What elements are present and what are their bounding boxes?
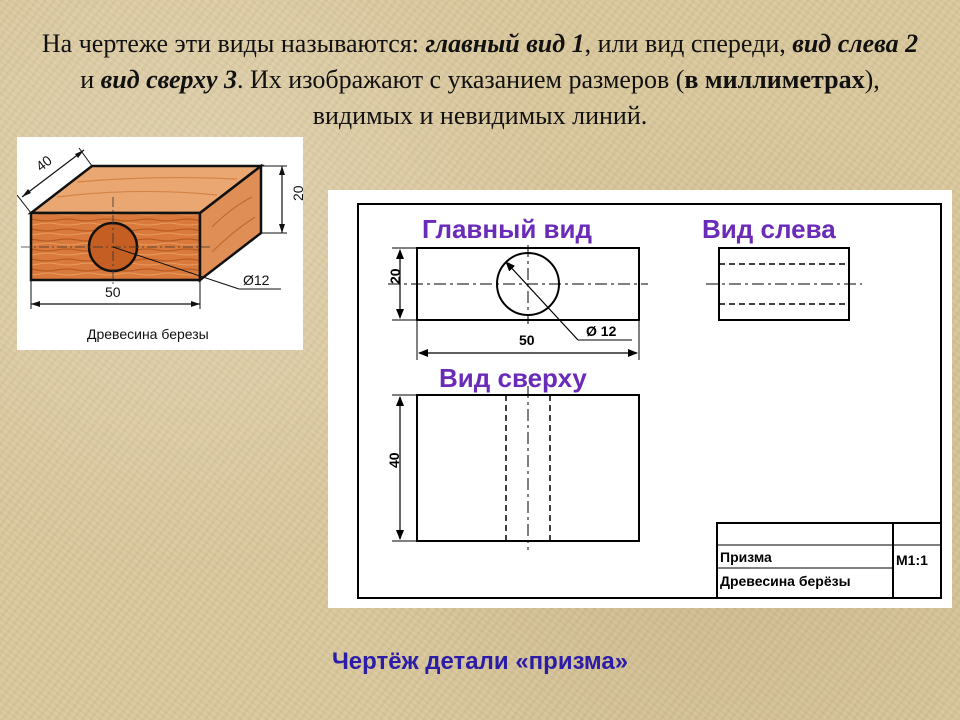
drawing-frame: [357, 203, 942, 599]
photo-material-label: Древесина березы: [87, 326, 209, 342]
intro-term-top-view: вид сверху 3: [100, 65, 238, 94]
photo-dim-width: 50: [105, 284, 121, 300]
top-dim-depth: 40: [386, 452, 402, 468]
intro-text-4: . Их изображают с указанием размеров (: [237, 65, 685, 94]
front-dim-hole: Ø 12: [586, 323, 617, 339]
drawing-sheet-svg: Главный вид Вид слева Вид сверху 20 50 Ø…: [357, 203, 942, 599]
intro-text-5: ), видимых и невидимых линий.: [312, 65, 880, 130]
intro-text-3: и: [80, 65, 101, 94]
top-view: 40: [386, 386, 640, 550]
left-view-title: Вид слева: [702, 214, 836, 244]
photo-dim-depth: 40: [33, 152, 55, 174]
title-block: Призма Древесина берёзы М1:1: [716, 522, 942, 599]
front-dim-width: 50: [519, 332, 535, 348]
drawing-sheet: Главный вид Вид слева Вид сверху 20 50 Ø…: [328, 190, 952, 608]
intro-text-1: На чертеже эти виды называются:: [41, 29, 426, 58]
title-block-scale: М1:1: [896, 552, 928, 568]
photo-dim-hole: Ø12: [243, 272, 270, 288]
front-view: 20 50 Ø 12: [387, 245, 648, 360]
intro-paragraph: На чертеже эти виды называются: главный …: [40, 26, 920, 134]
left-view: [706, 247, 862, 321]
intro-term-millimeters: в миллиметрах: [684, 65, 865, 94]
photo-dim-height: 20: [290, 185, 303, 201]
title-block-part-name: Призма: [720, 549, 772, 565]
intro-term-left-view: вид слева 2: [792, 29, 919, 58]
block-illustration: 40 20 50 Ø12 Древесина березы: [16, 137, 306, 350]
front-view-title: Главный вид: [422, 214, 592, 244]
title-block-material: Древесина берёзы: [720, 573, 851, 589]
front-dim-height: 20: [387, 268, 403, 284]
top-view-title: Вид сверху: [439, 363, 587, 393]
block-illustration-svg: 40 20 50 Ø12 Древесина березы: [16, 147, 306, 342]
intro-term-front-view: главный вид 1: [425, 29, 585, 58]
intro-text-2: , или вид спереди,: [584, 29, 793, 58]
slide-caption: Чертёж детали «призма»: [331, 648, 629, 675]
